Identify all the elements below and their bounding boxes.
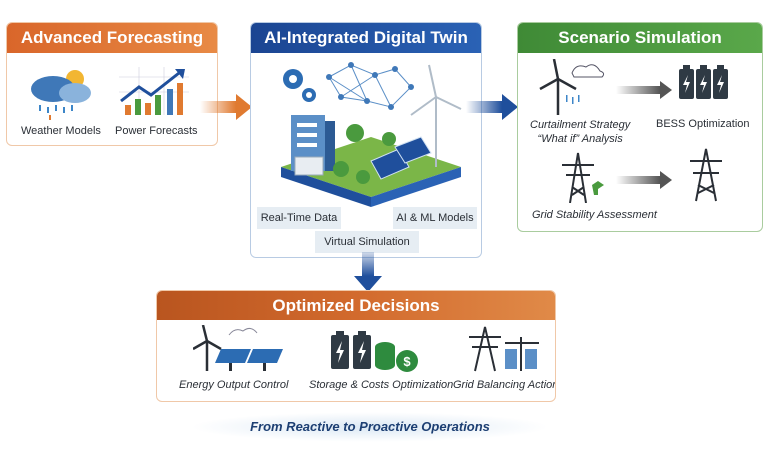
- scenario-simulation-panel: Scenario Simulation Curtailment Strategy…: [517, 22, 763, 232]
- what-if-line: “What if” Analysis: [537, 133, 623, 145]
- arrow-right-icon: [616, 171, 672, 189]
- panel-title: AI-Integrated Digital Twin: [251, 23, 481, 53]
- transmission-tower-icon: [690, 148, 722, 202]
- battery-storage-icon: [679, 65, 728, 99]
- wind-turbine-cloud-icon: [539, 59, 605, 115]
- wind-solar-icon: [193, 325, 283, 371]
- arrow-right-icon: [466, 94, 518, 120]
- panel-title: Scenario Simulation: [518, 23, 762, 53]
- virtual-simulation-chip: Virtual Simulation: [315, 231, 419, 253]
- grid-towers-icon: [469, 326, 539, 372]
- transmission-tower-icon: [562, 152, 604, 203]
- ai-ml-models-chip: AI & ML Models: [393, 207, 477, 229]
- storage-costs-optimization-label: Storage & Costs Optimization: [309, 379, 454, 391]
- panel-title: Optimized Decisions: [157, 291, 555, 320]
- grid-balancing-actions-label: Grid Balancing Actions: [453, 379, 556, 391]
- optimized-decisions-panel: Optimized Decisions $ Energy Output Cont…: [156, 290, 556, 402]
- svg-text:$: $: [403, 354, 411, 369]
- weather-models-label: Weather Models: [21, 125, 101, 137]
- energy-output-control-label: Energy Output Control: [179, 379, 289, 391]
- weather-cloud-icon: [31, 70, 91, 120]
- grid-stability-label: Grid Stability Assessment: [532, 209, 657, 221]
- bess-optimization-label: BESS Optimization: [656, 118, 750, 130]
- battery-money-icon: $: [331, 331, 418, 372]
- arrow-right-icon: [200, 94, 252, 120]
- panel-title: Advanced Forecasting: [7, 23, 217, 53]
- advanced-forecasting-panel: Advanced Forecasting Weather Models Powe…: [6, 22, 218, 146]
- arrow-right-icon: [616, 81, 672, 99]
- real-time-data-chip: Real-Time Data: [257, 207, 341, 229]
- arrow-down-icon: [354, 252, 382, 292]
- tagline: From Reactive to Proactive Operations: [190, 412, 550, 442]
- power-forecasts-label: Power Forecasts: [115, 125, 198, 137]
- power-forecast-chart-icon: [119, 67, 189, 115]
- curtailment-strategy-label: Curtailment Strategy “What if” Analysis: [530, 118, 630, 146]
- digital-twin-panel: AI-Integrated Digital Twin Real-Time Dat…: [250, 22, 482, 258]
- digital-twin-illustration: [281, 62, 462, 207]
- curtailment-line: Curtailment Strategy: [530, 119, 631, 131]
